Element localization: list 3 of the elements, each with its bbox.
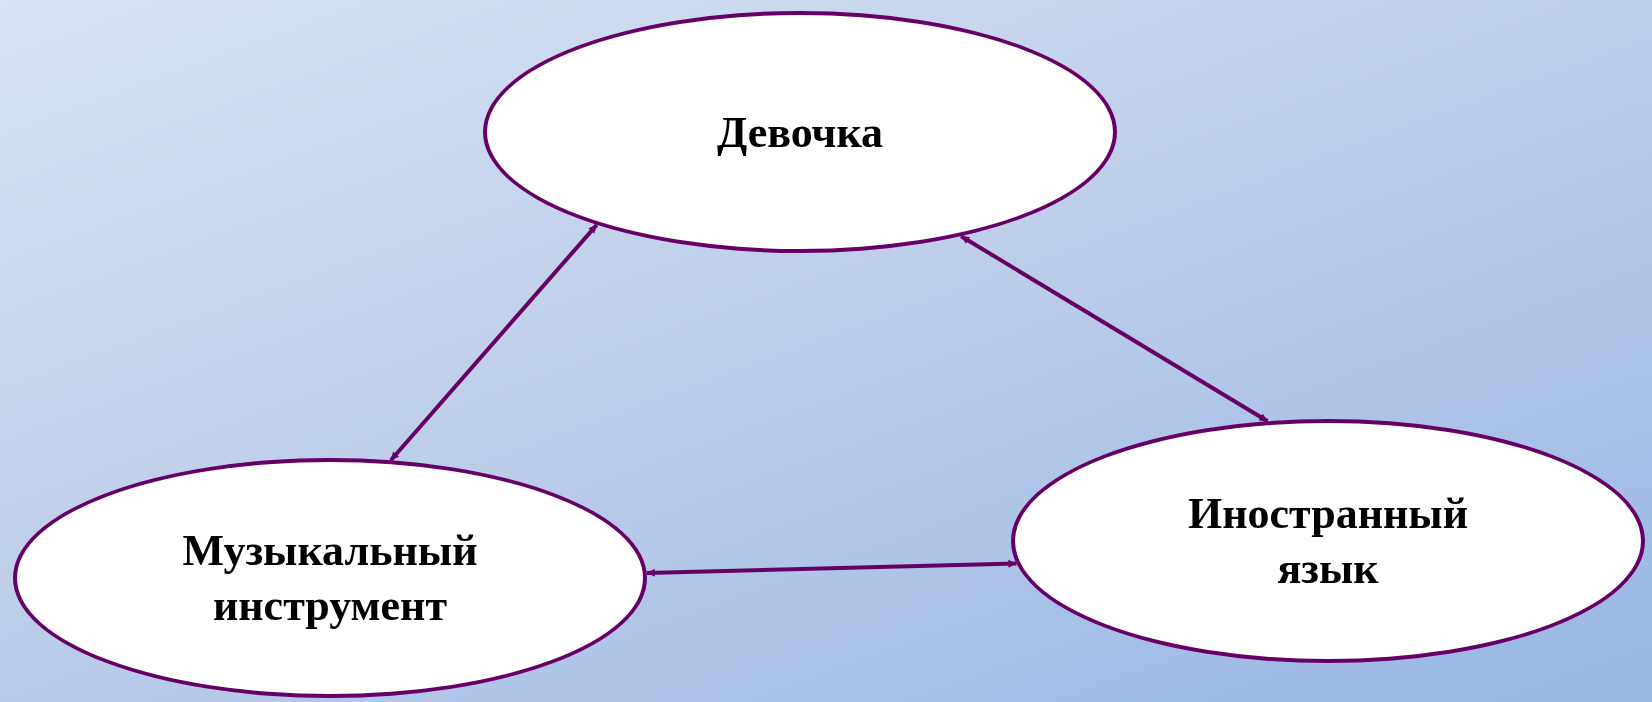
node-label: Иностранный язык: [1186, 488, 1470, 595]
node-label: Девочка: [716, 106, 884, 159]
node-label: Музыкальный инструмент: [181, 525, 479, 632]
